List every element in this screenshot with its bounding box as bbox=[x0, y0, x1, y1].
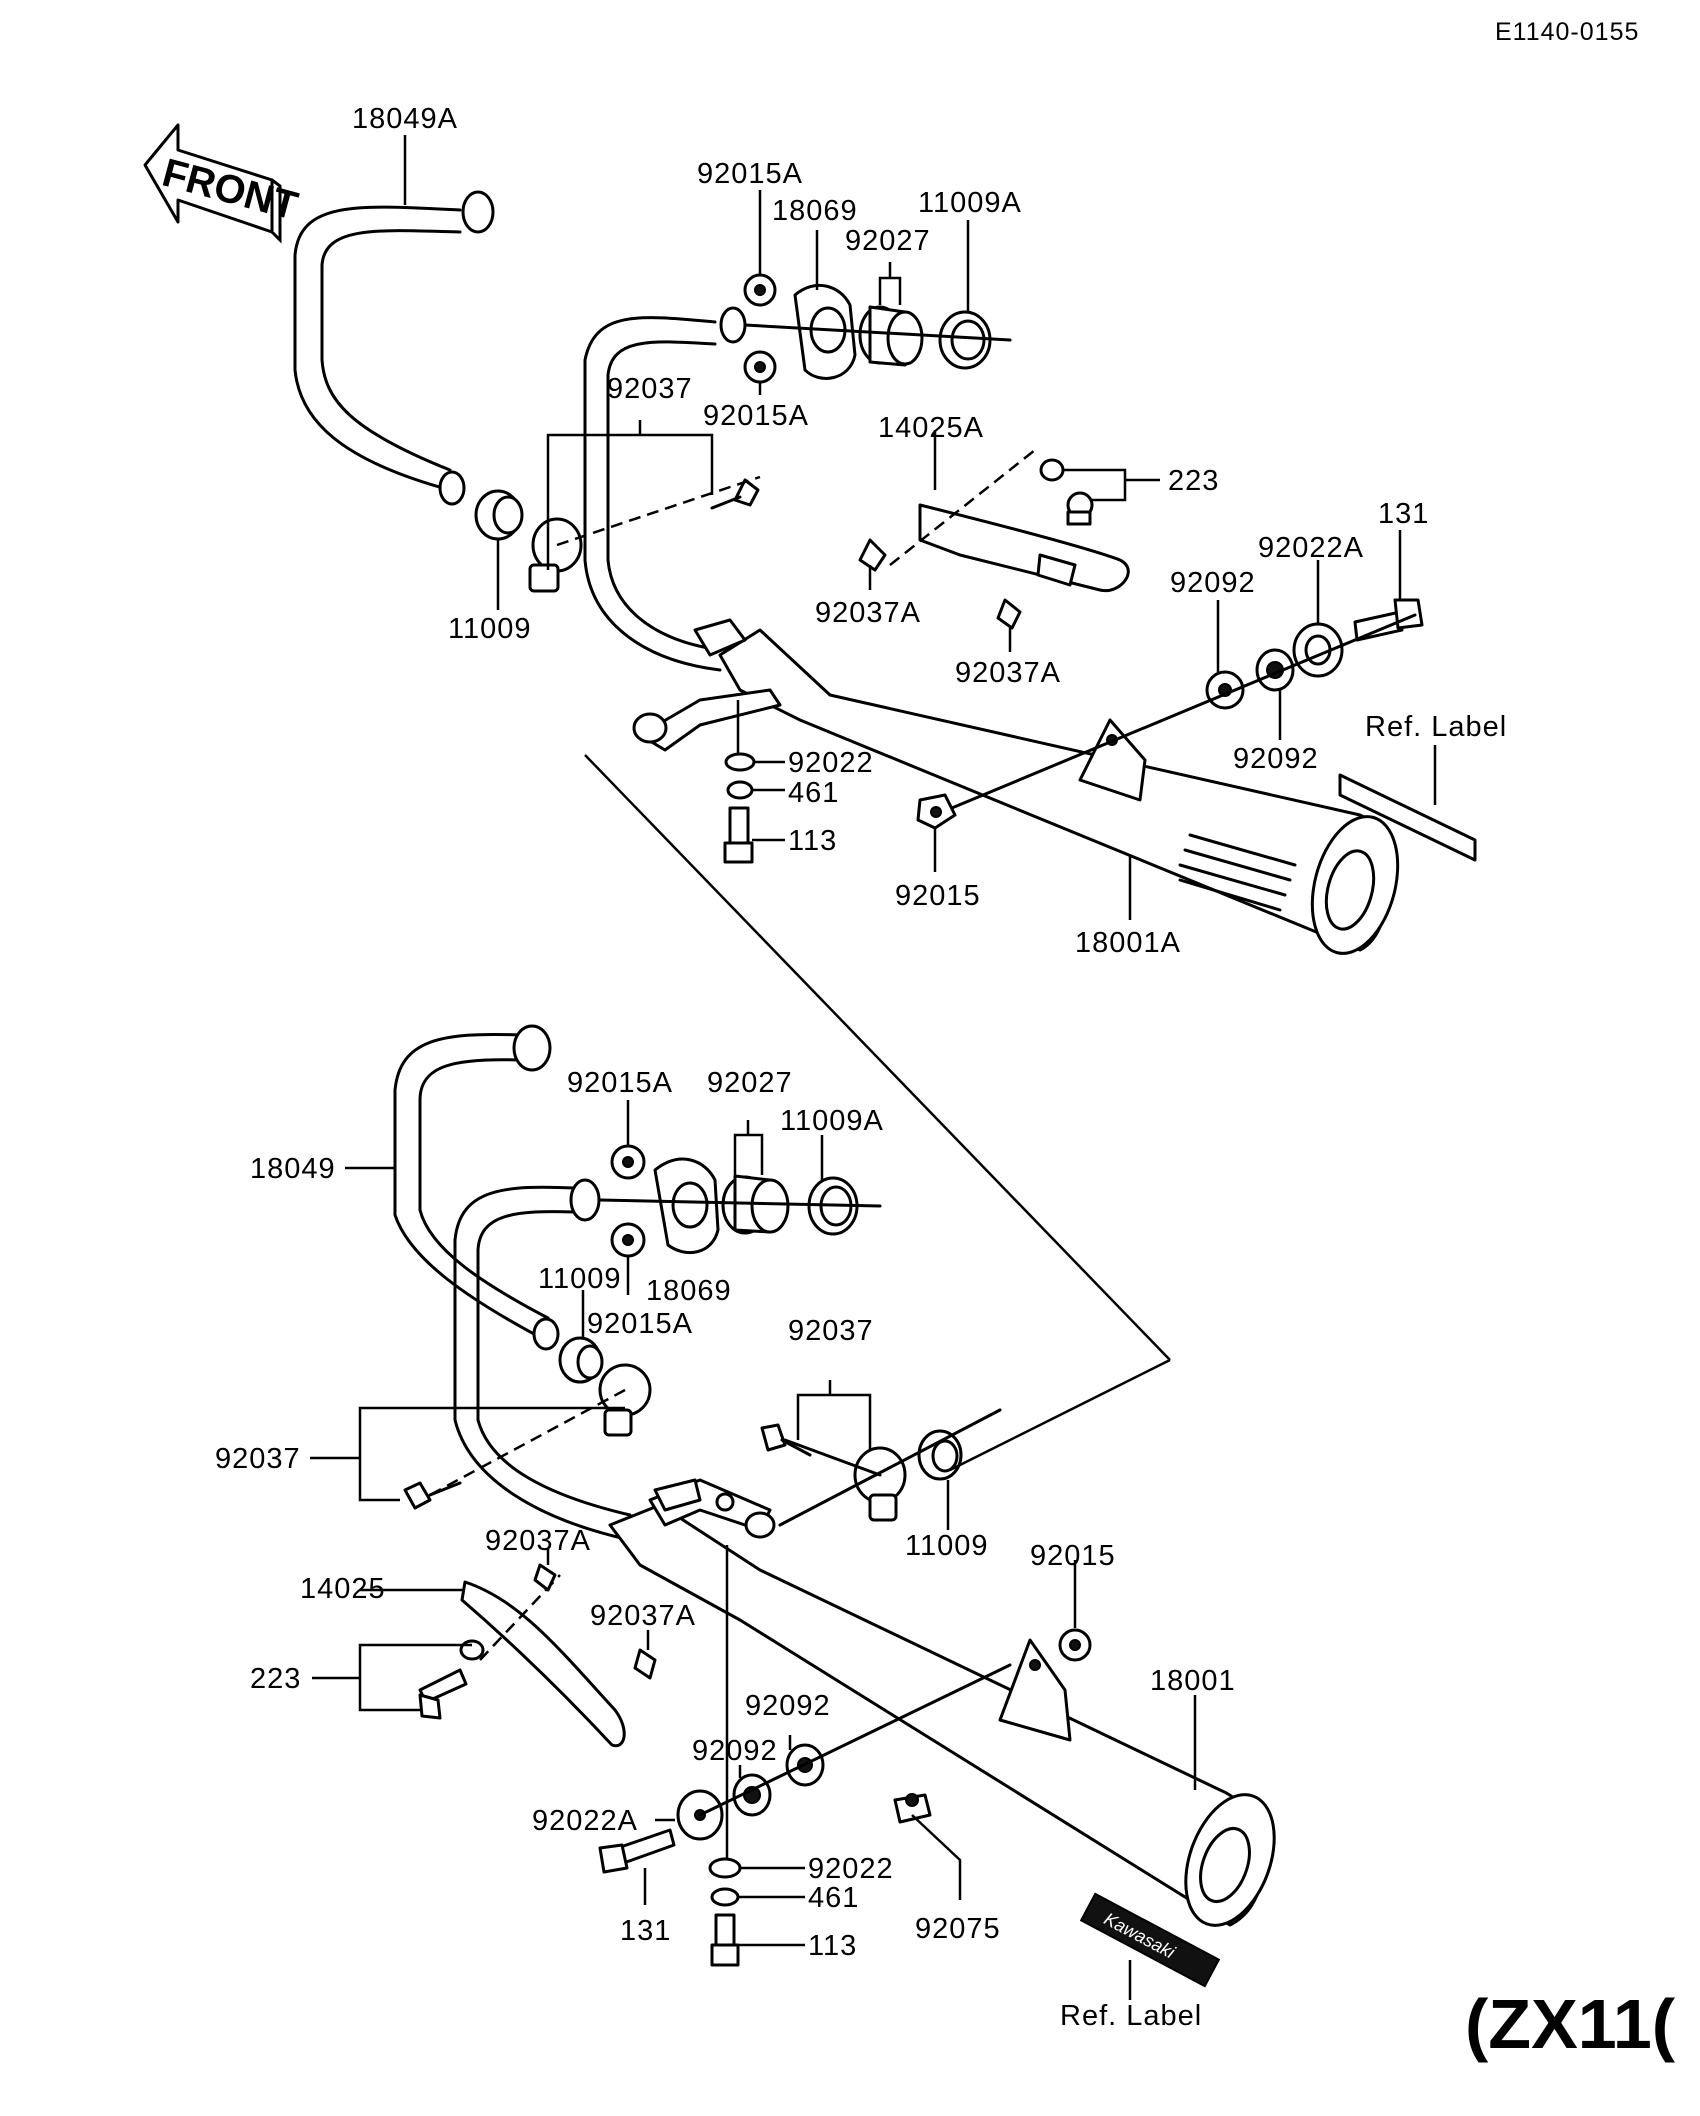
ref-label-emblem-lower: Kawasaki bbox=[1079, 1892, 1221, 1988]
label-92092-lower-b: 92092 bbox=[692, 1735, 778, 1767]
clip-92037A-lower-a bbox=[533, 1563, 557, 1592]
label-11009: 11009 bbox=[448, 613, 532, 645]
bolt-113-upper bbox=[723, 806, 754, 864]
nut-92015A-lower-bottom bbox=[610, 1222, 646, 1258]
bolt-131-lower bbox=[598, 1828, 676, 1874]
label-223: 223 bbox=[1168, 465, 1219, 497]
label-92075: 92075 bbox=[915, 1913, 1001, 1945]
ref-label-strip-upper bbox=[1338, 773, 1477, 862]
label-461: 461 bbox=[788, 777, 839, 809]
label-223-lower: 223 bbox=[250, 1663, 301, 1695]
label-92022-lower: 92022 bbox=[808, 1853, 894, 1885]
label-92015A-lower-bottom: 92015A bbox=[587, 1308, 693, 1340]
label-92092-lower-a: 92092 bbox=[745, 1690, 831, 1722]
gasket-11009-lower-left bbox=[558, 1336, 604, 1384]
screw-223-b bbox=[1066, 491, 1094, 526]
label-18001A: 18001A bbox=[1075, 927, 1181, 959]
label-131-lower: 131 bbox=[620, 1915, 671, 1947]
label-11009A: 11009A bbox=[918, 187, 1022, 219]
bolt-92037-lower-left bbox=[403, 1481, 462, 1510]
model-label: (ZX11( bbox=[1465, 1985, 1676, 2063]
label-18049A: 18049A bbox=[352, 103, 458, 135]
label-92027-lower: 92027 bbox=[707, 1067, 793, 1099]
label-92015A-bottom: 92015A bbox=[703, 400, 809, 432]
screw-223-lower-a bbox=[459, 1639, 485, 1661]
nut-92015A-top bbox=[743, 273, 777, 307]
label-18069: 18069 bbox=[772, 195, 858, 227]
label-92037A-a: 92037A bbox=[815, 597, 921, 629]
grommet-92092-upper-b bbox=[1255, 648, 1295, 692]
label-18001: 18001 bbox=[1150, 1665, 1236, 1697]
collar-92027-upper bbox=[858, 305, 924, 367]
screw-223-a bbox=[1039, 458, 1065, 482]
muffler-18001A bbox=[632, 618, 1400, 955]
label-92027: 92027 bbox=[845, 225, 931, 257]
header-pipe-18049 bbox=[393, 1032, 547, 1342]
nut-92015-upper bbox=[916, 793, 957, 830]
label-18049: 18049 bbox=[250, 1153, 336, 1185]
lower-assembly: Kawasaki bbox=[310, 754, 1276, 2000]
nut-92015A-lower-top bbox=[610, 1144, 646, 1180]
label-92015A-lower-top: 92015A bbox=[567, 1067, 673, 1099]
upper-assembly bbox=[293, 135, 1477, 955]
label-92037A-b: 92037A bbox=[955, 657, 1061, 689]
lockwasher-461-lower bbox=[710, 1887, 740, 1907]
label-92037A-lower-b: 92037A bbox=[590, 1600, 696, 1632]
heat-guard-14025A bbox=[918, 503, 1130, 593]
label-14025A: 14025A bbox=[878, 412, 984, 444]
clamp-92037-lower-right bbox=[853, 1446, 907, 1522]
gasket-11009-lower-right bbox=[917, 1429, 963, 1481]
screw-223-lower-b bbox=[418, 1668, 468, 1720]
label-92037-lower-right: 92037 bbox=[788, 1315, 874, 1347]
label-11009-lower-left: 11009 bbox=[538, 1263, 622, 1295]
label-92022: 92022 bbox=[788, 747, 874, 779]
ref-label-upper: Ref. Label bbox=[1365, 711, 1507, 743]
damper-92075 bbox=[893, 1793, 932, 1824]
heat-guard-14025 bbox=[460, 1580, 626, 1748]
washer-92022-upper bbox=[724, 752, 756, 772]
label-92092-b: 92092 bbox=[1233, 743, 1319, 775]
washer-92022-lower bbox=[708, 1857, 742, 1879]
lockwasher-461-upper bbox=[726, 780, 754, 800]
flange-18069-lower bbox=[653, 1157, 720, 1254]
label-92037: 92037 bbox=[607, 373, 693, 405]
gasket-11009A-upper bbox=[938, 310, 992, 370]
label-92015-lower: 92015 bbox=[1030, 1540, 1116, 1572]
gasket-11009 bbox=[474, 489, 524, 541]
bolt-113-lower bbox=[710, 1913, 740, 1967]
label-92092-a: 92092 bbox=[1170, 567, 1256, 599]
label-92022A-lower: 92022A bbox=[532, 1805, 638, 1837]
label-461-lower: 461 bbox=[808, 1882, 859, 1914]
clip-92037A-b bbox=[996, 598, 1022, 630]
label-92037A-lower-a: 92037A bbox=[485, 1525, 591, 1557]
label-131: 131 bbox=[1378, 498, 1429, 530]
clamp-92037-upper bbox=[528, 517, 583, 593]
label-18069-lower: 18069 bbox=[646, 1275, 732, 1307]
label-113: 113 bbox=[788, 825, 837, 857]
bolt-92037-upper bbox=[710, 478, 760, 510]
label-92022A: 92022A bbox=[1258, 532, 1364, 564]
label-92015: 92015 bbox=[895, 880, 981, 912]
clip-92037A-a bbox=[858, 538, 887, 572]
label-14025: 14025 bbox=[300, 1573, 386, 1605]
label-92037-lower-left: 92037 bbox=[215, 1443, 301, 1475]
nut-92015A-bottom bbox=[743, 350, 777, 384]
doc-code: E1140-0155 bbox=[1495, 18, 1639, 46]
label-92015A-top: 92015A bbox=[697, 158, 803, 190]
muffler-18001 bbox=[608, 1478, 1276, 1927]
nut-92015-lower bbox=[1058, 1628, 1092, 1662]
clip-92037A-lower-b bbox=[633, 1648, 657, 1680]
label-11009-lower-right: 11009 bbox=[905, 1530, 989, 1562]
front-arrow-icon: FRONT bbox=[143, 123, 302, 244]
bolt-131-upper bbox=[1353, 598, 1424, 642]
label-113-lower: 113 bbox=[808, 1930, 857, 1962]
ref-label-lower: Ref. Label bbox=[1060, 2000, 1202, 2032]
header-pipe-18049A bbox=[293, 205, 462, 492]
bolt-92037-lower-right bbox=[760, 1423, 812, 1457]
label-11009A-lower: 11009A bbox=[780, 1105, 884, 1137]
